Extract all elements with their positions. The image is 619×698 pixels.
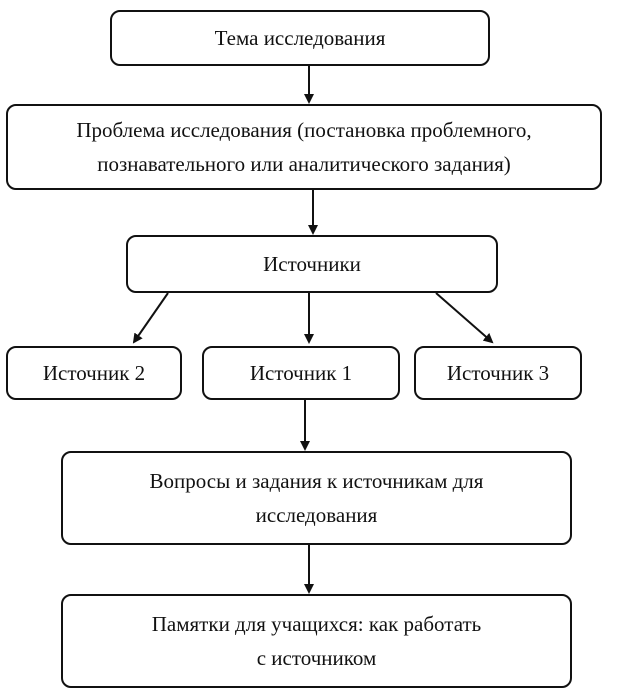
sources-box: Источники	[126, 235, 498, 293]
problem-line-1: Проблема исследования (постановка пробле…	[76, 118, 532, 142]
memo-box: Памятки для учащихся: как работать с ист…	[61, 594, 572, 688]
topic-box: Тема исследования	[110, 10, 490, 66]
problem-text: Проблема исследования (постановка пробле…	[76, 113, 531, 181]
questions-text: Вопросы и задания к источникам для иссле…	[150, 464, 484, 532]
arrow-sources-to-source-3	[435, 292, 494, 344]
source-1-box: Источник 1	[202, 346, 400, 400]
memo-line-1: Памятки для учащихся: как работать	[151, 612, 482, 636]
questions-box: Вопросы и задания к источникам для иссле…	[61, 451, 572, 545]
problem-line-2: познавательного или аналитического задан…	[97, 152, 511, 176]
source-3-box: Источник 3	[414, 346, 582, 400]
questions-line-1: Вопросы и задания к источникам для	[149, 469, 484, 493]
arrow-sources-to-source-2	[132, 292, 169, 344]
memo-text: Памятки для учащихся: как работать с ист…	[152, 607, 481, 675]
source-2-box: Источник 2	[6, 346, 182, 400]
source-3-label: Источник 3	[446, 361, 550, 385]
source-2-label: Источник 2	[42, 361, 146, 385]
problem-box: Проблема исследования (постановка пробле…	[6, 104, 602, 190]
questions-line-2: исследования	[255, 503, 378, 527]
sources-label: Источники	[263, 252, 361, 276]
memo-line-2: с источником	[256, 646, 377, 670]
topic-label: Тема исследования	[214, 26, 386, 50]
source-1-label: Источник 1	[249, 361, 353, 385]
